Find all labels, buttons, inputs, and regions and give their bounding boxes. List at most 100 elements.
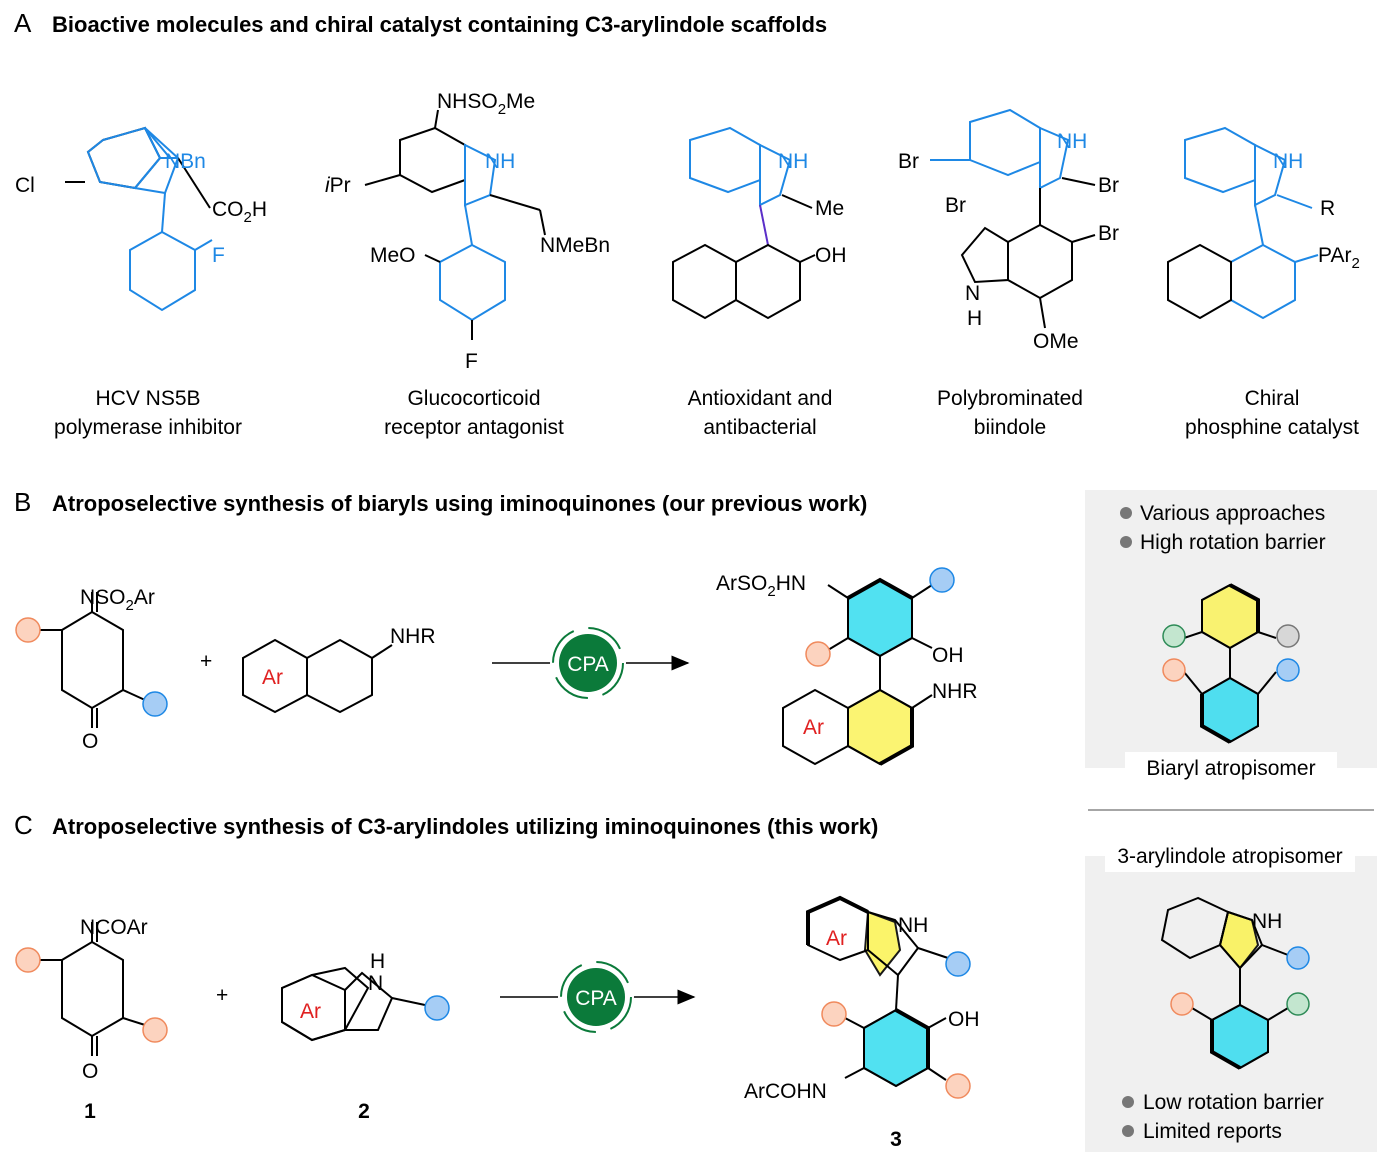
c-indole-n-label: N [368, 972, 383, 995]
panel-b-letter: B [14, 487, 31, 517]
c-orange-substituent-2 [142, 1017, 168, 1043]
c-cpa-cycle-ring [560, 961, 632, 1033]
c-ncoar-label: NCOAr [80, 916, 148, 939]
c-side-orange-substituent [1170, 992, 1194, 1016]
c-indole [281, 966, 426, 1042]
molecule-glucocorticoid [364, 109, 546, 340]
b-oxo-label: O [82, 730, 98, 753]
panel-a-title: Bioactive molecules and chiral catalyst … [52, 12, 827, 37]
gluco-nhso2me-label: NHSO2Me [437, 90, 535, 118]
b-side-blue-substituent [1276, 658, 1300, 682]
panel-b: B Atroposelective synthesis of biaryls u… [14, 487, 1377, 782]
phosphine-par2-label: PAr2 [1318, 244, 1360, 272]
biindole-br4-label: Br [1098, 222, 1119, 245]
b-product-ar-label: Ar [803, 716, 824, 739]
biindole-ome-label: OMe [1033, 330, 1079, 353]
biindole-nh-label: NH [1057, 130, 1087, 153]
b-side-gray-substituent [1276, 624, 1300, 648]
c-orange-substituent-1 [15, 947, 41, 973]
panel-c-letter: C [14, 810, 33, 840]
c-product-nh-label: NH [898, 914, 928, 937]
c-side-nh-label: NH [1252, 910, 1282, 933]
b-cpa-label: CPA [567, 653, 609, 676]
panel-c-title: Atroposelective synthesis of C3-arylindo… [52, 814, 878, 839]
b-biaryl-sketch [1183, 583, 1277, 744]
molecule-antioxidant [672, 126, 816, 320]
b-side-green-substituent [1162, 624, 1186, 648]
panel-c: C Atroposelective synthesis of C3-arylin… [14, 810, 1377, 1152]
c-bullet-2: Limited reports [1143, 1120, 1282, 1143]
b-orange-substituent [15, 617, 41, 643]
b-ar-label: Ar [262, 666, 283, 689]
hcv-caption-line2: polymerase inhibitor [54, 416, 242, 439]
hcv-f-label: F [212, 244, 225, 267]
antiox-oh-label: OH [815, 244, 847, 267]
antiox-nh-label: NH [778, 150, 808, 173]
c-indole-h-label: H [370, 950, 385, 973]
biindole-br1-label: Br [898, 150, 919, 173]
c-cpa-label: CPA [575, 987, 617, 1010]
b-bullet-dot-1 [1120, 507, 1132, 519]
b-iminoquinone [40, 592, 146, 728]
b-bullet-dot-2 [1120, 536, 1132, 548]
b-product-orange-substituent [805, 641, 831, 667]
b-naphthylamine [242, 638, 393, 714]
gluco-ipr-label: iPr [325, 174, 351, 197]
biindole-caption-line2: biindole [974, 416, 1046, 439]
c-indole-blue-substituent [424, 995, 450, 1021]
phosphine-r-label: R [1320, 197, 1335, 220]
b-bullet-1: Various approaches [1140, 502, 1325, 525]
c-indole-ar-label: Ar [300, 1000, 321, 1023]
gluco-nh-label: NH [485, 150, 515, 173]
c-product-orange-substituent-1 [821, 1001, 847, 1027]
c-oxo-label: O [82, 1060, 98, 1083]
b-side-orange-substituent [1162, 658, 1186, 682]
molecule-hcv-inhibitor [65, 126, 213, 312]
b-product-oh-label: OH [932, 644, 964, 667]
gluco-nmebn-label: NMeBn [540, 234, 610, 257]
gluco-f-label: F [465, 350, 478, 373]
c-arylindole-sketch [1160, 896, 1289, 1070]
gluco-caption-line2: receptor antagonist [384, 416, 564, 439]
c-bullet-1: Low rotation barrier [1143, 1091, 1324, 1114]
phosphine-nh-label: NH [1273, 150, 1303, 173]
b-product-arso2hn-label: ArSO2HN [716, 572, 806, 600]
b-cpa-cycle-ring [552, 627, 624, 699]
panel-b-title: Atroposelective synthesis of biaryls usi… [52, 491, 867, 516]
biindole-br3-label: Br [945, 194, 966, 217]
biindole-n-label: N [965, 282, 980, 305]
b-nso2ar-label: NSO2Ar [80, 586, 155, 614]
b-product-nhr-label: NHR [932, 680, 978, 703]
b-side-label: Biaryl atropisomer [1146, 757, 1315, 780]
b-product-biaryl [782, 577, 933, 766]
c-product-arcohn-label: ArCOHN [744, 1080, 827, 1103]
panel-a: A Bioactive molecules and chiral catalys… [14, 8, 1360, 439]
biindole-h-label: H [967, 307, 982, 330]
hcv-co2h-label: CO2H [212, 198, 267, 226]
c-compound-2-number: 2 [358, 1100, 370, 1123]
c-side-label-bg [1105, 840, 1355, 872]
b-bullet-2: High rotation barrier [1140, 531, 1326, 554]
b-product-blue-substituent [929, 567, 955, 593]
c-product-blue-substituent [945, 951, 971, 977]
biindole-caption-line1: Polybrominated [937, 387, 1083, 410]
c-iminoquinone [40, 922, 146, 1056]
b-nhr-label: NHR [390, 625, 436, 648]
hcv-caption-line1: HCV NS5B [95, 387, 200, 410]
c-side-label: 3-arylindole atropisomer [1117, 845, 1342, 868]
c-bullet-dot-2 [1122, 1125, 1134, 1137]
c-cpa-catalyst [567, 968, 625, 1026]
antiox-me-label: Me [815, 197, 844, 220]
gluco-meo-label: MeO [370, 244, 416, 267]
panel-a-letter: A [14, 8, 32, 38]
c-product-oh-label: OH [948, 1008, 980, 1031]
b-plus-sign: + [200, 650, 212, 673]
c-compound-1-number: 1 [84, 1100, 96, 1123]
biindole-br2-label: Br [1098, 174, 1119, 197]
c-plus-sign: + [216, 984, 228, 1007]
phosphine-caption-line2: phosphine catalyst [1185, 416, 1359, 439]
hcv-cl-label: Cl [15, 174, 35, 197]
c-product-orange-substituent-2 [945, 1073, 971, 1099]
molecule-phosphine [1167, 126, 1319, 320]
